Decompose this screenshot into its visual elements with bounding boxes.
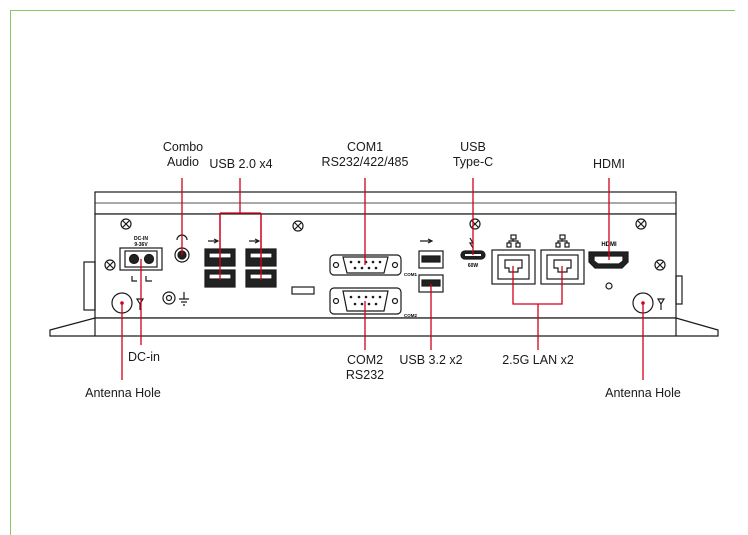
com1-panel-text: COM1 bbox=[404, 272, 417, 277]
label-com2-line1: COM2 bbox=[346, 353, 384, 367]
dc-in-panel-text: DC-IN bbox=[134, 236, 148, 242]
label-usb3: USB 3.2 x2 bbox=[399, 353, 463, 367]
label-combo-audio-line2: Audio bbox=[167, 155, 199, 169]
label-antenna-right: Antenna Hole bbox=[605, 386, 681, 400]
screw-3 bbox=[469, 218, 481, 230]
usb3-icon bbox=[420, 238, 434, 244]
label-usb-type-c: USB Type-C bbox=[448, 140, 498, 170]
leader-lines bbox=[121, 178, 644, 380]
label-com1: COM1 RS232/422/485 bbox=[312, 140, 418, 170]
slot-cover bbox=[291, 286, 315, 295]
ground-terminal bbox=[162, 291, 189, 306]
label-combo-audio-line1: Combo bbox=[162, 140, 204, 154]
leader-lan bbox=[512, 266, 563, 350]
screw-6 bbox=[654, 259, 666, 271]
label-usb2: USB 2.0 x4 bbox=[209, 157, 273, 171]
figure-frame-edge bbox=[10, 524, 11, 535]
label-com1-line1: COM1 bbox=[346, 140, 384, 154]
label-com2-line2: RS232 bbox=[345, 368, 385, 382]
audio-jack bbox=[174, 234, 190, 263]
label-usb-type-c-line2: Type-C bbox=[452, 155, 494, 169]
com2-panel-text: COM2 bbox=[404, 313, 417, 318]
antenna-icon bbox=[656, 298, 666, 310]
label-antenna-left: Antenna Hole bbox=[85, 386, 161, 400]
leader-usb2-lower bbox=[219, 213, 262, 280]
label-combo-audio: Combo Audio bbox=[160, 140, 206, 170]
screw-5 bbox=[104, 259, 116, 271]
lan-ports bbox=[491, 234, 585, 285]
label-com1-line2: RS232/422/485 bbox=[321, 155, 409, 169]
label-lan: 2.5G LAN x2 bbox=[502, 353, 574, 367]
label-dc-in: DC-in bbox=[128, 350, 160, 364]
figure-frame bbox=[10, 10, 735, 525]
panel-screws bbox=[104, 218, 666, 271]
label-com2: COM2 RS232 bbox=[338, 353, 392, 383]
label-hdmi: HDMI bbox=[593, 157, 625, 171]
screw-1 bbox=[120, 218, 132, 230]
ground-icon bbox=[179, 292, 189, 306]
screw-2 bbox=[292, 220, 304, 232]
power-delivery-icon bbox=[468, 237, 475, 249]
label-usb-type-c-line1: USB bbox=[460, 140, 486, 154]
network-icon bbox=[506, 234, 521, 248]
network-icon bbox=[555, 234, 570, 248]
screw-4 bbox=[635, 218, 647, 230]
usb-icon bbox=[208, 238, 220, 244]
usb-type-c-power-text: 60W bbox=[468, 263, 479, 269]
usb-icon bbox=[249, 238, 261, 244]
dc-in-voltage-text: 9-36V bbox=[134, 242, 148, 248]
